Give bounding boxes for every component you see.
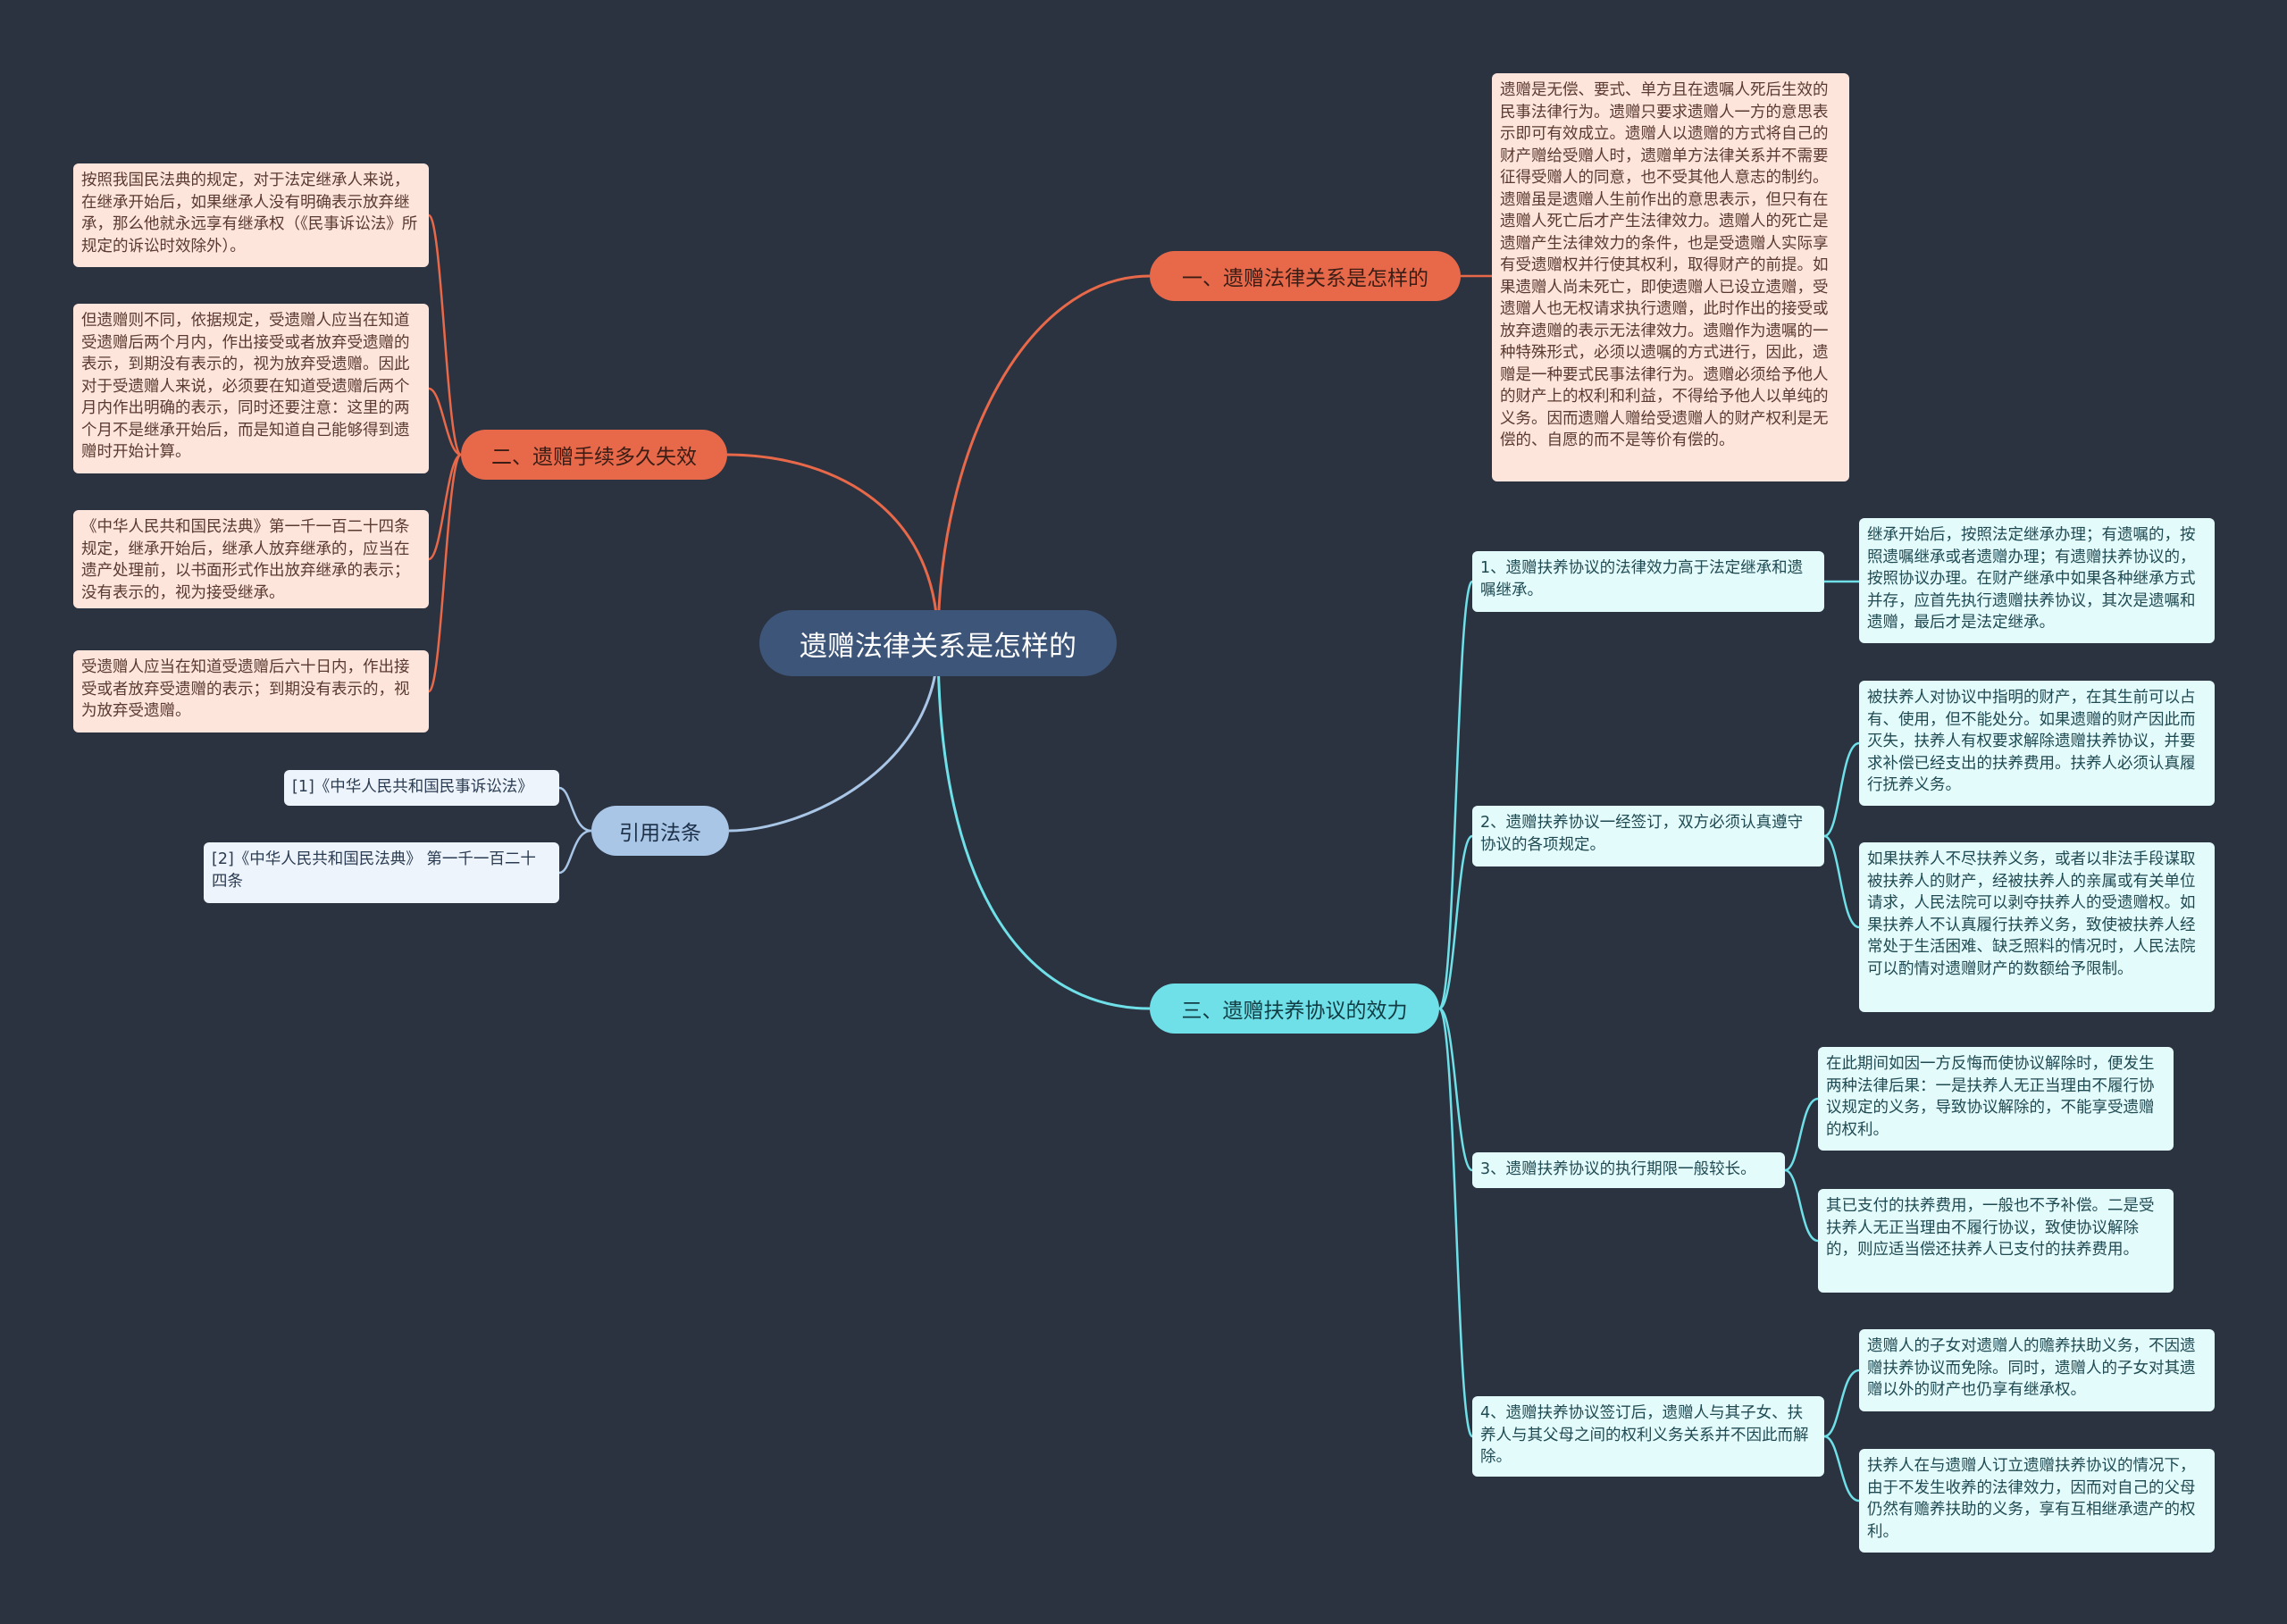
support-agreement-point-3[interactable]: 3、遗赠扶养协议的执行期限一般较长。	[1472, 1152, 1785, 1188]
link-point-4-detail-2	[1823, 1435, 1860, 1503]
link-root-branch-procedure-expiry	[726, 453, 940, 644]
support-agreement-point-4-detail-1: 遗赠人的子女对遗赠人的赡养扶助义务，不因遗赠扶养协议而免除。同时，遗赠人的子女对…	[1859, 1329, 2215, 1411]
link-cited-law-2	[558, 829, 592, 875]
branch-procedure-expiry[interactable]: 二、遗赠手续多久失效	[461, 430, 727, 480]
support-agreement-point-4[interactable]: 4、遗赠扶养协议签订后，遗赠人与其子女、扶养人与其父母之间的权利义务关系并不因此…	[1472, 1396, 1824, 1477]
branch-cited-laws[interactable]: 引用法条	[591, 806, 729, 856]
support-agreement-point-2[interactable]: 2、遗赠扶养协议一经签订，双方必须认真遵守协议的各项规定。	[1472, 806, 1824, 866]
link-support-agreement-point-3	[1438, 1007, 1473, 1172]
branch-legal-relationship-detail: 遗赠是无偿、要式、单方且在遗嘱人死后生效的民事法律行为。遗赠只要求遗赠人一方的意…	[1492, 73, 1849, 481]
support-agreement-point-2-detail-2: 如果扶养人不尽扶养义务，或者以非法手段谋取被扶养人的财产，经被扶养人的亲属或有关…	[1859, 842, 2215, 1012]
cited-law-1: [1]《中华人民共和国民事诉讼法》	[284, 770, 559, 806]
branch-legal-relationship[interactable]: 一、遗赠法律关系是怎样的	[1150, 251, 1461, 301]
link-procedure-expiry-item-3	[428, 453, 462, 561]
cited-law-2: [2]《中华人民共和国民法典》 第一千一百二十四条	[204, 842, 559, 903]
link-root-branch-cited-laws	[728, 642, 940, 833]
link-root-branch-support-agreement	[936, 642, 1151, 1010]
procedure-expiry-item-3: 《中华人民共和国民法典》第一千一百二十四条规定，继承开始后，继承人放弃继承的，应…	[73, 510, 429, 608]
link-point-3-detail-1	[1784, 1097, 1819, 1172]
link-procedure-expiry-item-4	[427, 453, 463, 693]
link-procedure-expiry-item-2	[428, 387, 462, 456]
support-agreement-point-1[interactable]: 1、遗赠扶养协议的法律效力高于法定继承和遗嘱继承。	[1472, 551, 1824, 612]
support-agreement-point-3-detail-2: 其已支付的扶养费用，一般也不予补偿。二是受扶养人无正当理由不履行协议，致使协议解…	[1818, 1189, 2174, 1293]
procedure-expiry-item-4: 受遗赠人应当在知道受遗赠后六十日内，作出接受或者放弃受遗赠的表示；到期没有表示的…	[73, 650, 429, 732]
link-point-3-detail-2	[1784, 1168, 1819, 1243]
support-agreement-point-4-detail-2: 扶养人在与遗赠人订立遗赠扶养协议的情况下，由于不发生收养的法律效力，因而对自己的…	[1859, 1449, 2215, 1553]
link-point-4-detail-1	[1823, 1369, 1860, 1438]
link-point-2-detail-1	[1823, 741, 1860, 838]
link-support-agreement-point-4	[1437, 1007, 1474, 1438]
link-support-agreement-point-2	[1438, 834, 1473, 1010]
support-agreement-point-2-detail-1: 被扶养人对协议中指明的财产，在其生前可以占有、使用，但不能处分。如果遗赠的财产因…	[1859, 681, 2215, 806]
support-agreement-point-3-detail-1: 在此期间如因一方反悔而使协议解除时，便发生两种法律后果：一是扶养人无正当理由不履…	[1818, 1047, 2174, 1151]
branch-support-agreement[interactable]: 三、遗赠扶养协议的效力	[1150, 984, 1439, 1034]
link-point-2-detail-2	[1823, 834, 1860, 929]
root-topic[interactable]: 遗赠法律关系是怎样的	[759, 610, 1117, 676]
link-support-agreement-point-1	[1437, 580, 1474, 1010]
procedure-expiry-item-1: 按照我国民法典的规定，对于法定继承人来说，在继承开始后，如果继承人没有明确表示放…	[73, 163, 429, 267]
support-agreement-point-1-detail: 继承开始后，按照法定继承办理；有遗嘱的，按照遗嘱继承或者遗赠办理；有遗赠扶养协议…	[1859, 518, 2215, 643]
link-procedure-expiry-item-1	[427, 213, 463, 456]
link-root-branch-legal-relationship	[936, 274, 1151, 644]
link-cited-law-1	[558, 786, 592, 833]
procedure-expiry-item-2: 但遗赠则不同，依据规定，受遗赠人应当在知道受遗赠后两个月内，作出接受或者放弃受遗…	[73, 304, 429, 473]
